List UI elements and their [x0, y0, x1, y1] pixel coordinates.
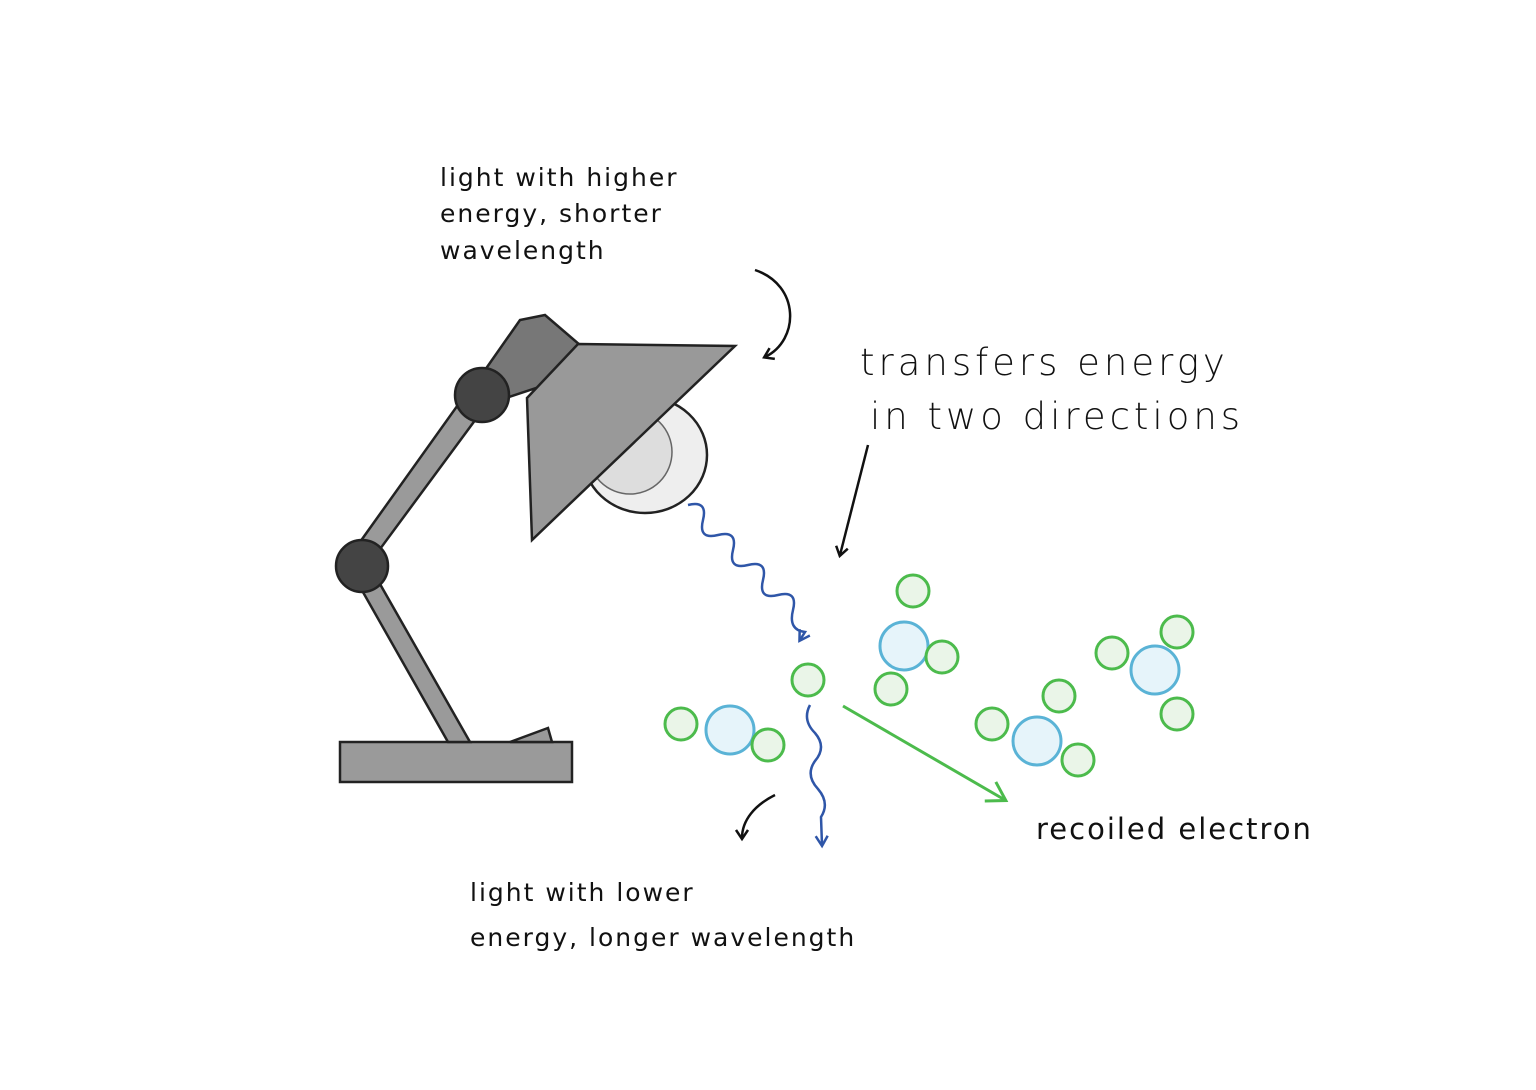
scattered-light-label: light with lower energy, longer waveleng… [470, 870, 856, 960]
scattered-photon-wave-icon [805, 704, 829, 849]
recoiled-electron-label: recoiled electron [1036, 812, 1313, 846]
lamp-joint-lower [334, 538, 390, 594]
nucleus-icon [1011, 715, 1063, 767]
atom-icon [873, 573, 960, 707]
lamp-switch [509, 726, 554, 744]
electron-icon [1159, 614, 1195, 650]
electron-icon [924, 639, 960, 675]
arrow-to-lamp-icon [754, 268, 792, 357]
label-line: energy, longer wavelength [470, 923, 857, 952]
atom-icon [663, 704, 786, 763]
electron-icon [974, 706, 1010, 742]
recoiled-electron-icon [790, 662, 826, 698]
label-line: transfers energy [860, 341, 1229, 384]
lamp-shade [525, 342, 739, 543]
transfer-label: transfers energy in two directions [860, 336, 1244, 443]
lamp-lower-arm [353, 568, 473, 744]
label-line: light with lower [470, 878, 695, 907]
label-line: light with higher [440, 163, 679, 192]
nucleus-icon [1129, 644, 1181, 696]
electron-icon [895, 573, 931, 609]
atom-icon [974, 678, 1096, 778]
lamp-joint-upper [453, 366, 511, 424]
nucleus-icon [878, 620, 930, 672]
label-line: in two directions [870, 394, 1245, 438]
electron-icon [1041, 678, 1077, 714]
electron-icon [750, 727, 786, 763]
electron-icon [1159, 696, 1195, 732]
recoil-arrow-icon [842, 704, 1009, 803]
label-line: wavelength [440, 235, 606, 265]
incoming-light-label: light with higher energy, shorter wavele… [440, 160, 679, 269]
electron-icon [663, 706, 699, 742]
incoming-photon-wave-icon [687, 502, 811, 643]
electron-icon [873, 671, 909, 707]
atom-icon [1094, 614, 1195, 732]
electron-icon [1060, 742, 1096, 778]
arrow-to-scattered-light-icon [742, 793, 776, 838]
desk-lamp-icon [334, 313, 739, 784]
label-line: energy, shorter [440, 199, 663, 229]
arrow-to-collision-icon [840, 444, 870, 555]
electron-icon [1094, 635, 1130, 671]
lamp-base [338, 740, 574, 784]
nucleus-icon [704, 704, 756, 756]
